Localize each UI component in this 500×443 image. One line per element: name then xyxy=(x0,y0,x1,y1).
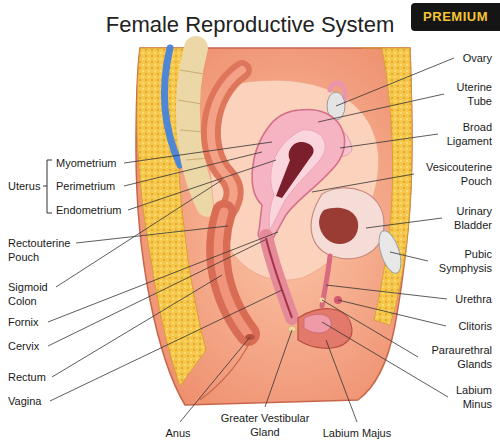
sigmoid-lumen xyxy=(211,70,242,215)
label-slot: Paraurethral Glands xyxy=(424,343,492,371)
leader-line xyxy=(326,340,357,422)
part-label: Urinary Bladder xyxy=(446,204,492,232)
part-label: Cervix xyxy=(8,339,39,353)
label-slot: Urethra xyxy=(455,292,492,306)
bracket xyxy=(43,160,52,213)
part-label: Urethra xyxy=(455,292,492,306)
label-slot: Urinary Bladder xyxy=(446,204,492,232)
label-slot: Broad Ligament xyxy=(440,120,492,148)
label-slot: Uterus xyxy=(8,179,40,193)
label-slot: Ovary xyxy=(463,51,492,65)
bladder-lumen xyxy=(319,208,358,244)
part-label: Vagina xyxy=(8,394,41,408)
label-slot: Endometrium xyxy=(56,203,121,217)
label-slot: Myometrium xyxy=(56,156,117,170)
part-label: Rectouterine Pouch xyxy=(8,236,78,264)
leader-line xyxy=(124,142,272,163)
vertebra-line xyxy=(180,130,204,132)
leader-line xyxy=(326,285,447,299)
leader-line xyxy=(265,330,292,407)
leader-line xyxy=(338,300,446,326)
uterus xyxy=(252,110,344,243)
label-slot: Uterine Tube xyxy=(446,80,492,108)
rectum xyxy=(218,212,248,334)
leader-line xyxy=(340,134,438,148)
group-label: Uterus xyxy=(8,179,40,193)
gluteal-fold xyxy=(200,342,250,400)
leader-line xyxy=(322,322,448,397)
endometrium xyxy=(269,130,325,230)
label-slot: Pubic Symphysis xyxy=(432,247,492,275)
uterine-cavity xyxy=(276,142,314,198)
labium-majus xyxy=(298,309,352,349)
label-slot: PREMIUM xyxy=(411,3,500,31)
leader-line xyxy=(180,337,250,422)
part-label: Anus xyxy=(165,426,190,440)
leader-line xyxy=(366,218,442,228)
urinary-bladder xyxy=(311,188,384,259)
vaginal-canal xyxy=(266,238,292,318)
part-label: Labium Minus xyxy=(448,383,492,411)
leader-line xyxy=(390,252,428,261)
leader-line xyxy=(76,226,228,243)
leader-line xyxy=(336,58,454,106)
label-slot: Labium Majus xyxy=(323,426,391,440)
part-label: Broad Ligament xyxy=(440,120,492,148)
vertebra-line xyxy=(180,70,204,74)
leader-line xyxy=(50,290,282,401)
leader-line xyxy=(128,160,276,210)
label-slot: Greater Vestibular Gland xyxy=(216,411,314,439)
label-slot: Perimetrium xyxy=(56,179,115,193)
part-label: Perimetrium xyxy=(56,179,115,193)
part-label: Vesicouterine Pouch xyxy=(420,160,492,188)
part-label: Myometrium xyxy=(56,156,117,170)
part-label: Greater Vestibular Gland xyxy=(216,411,314,439)
part-label: Ovary xyxy=(463,51,492,65)
part-label: Labium Majus xyxy=(323,426,391,440)
part-label: Clitoris xyxy=(458,319,492,333)
label-slot: Cervix xyxy=(8,339,39,353)
title-slot: Female Reproductive System xyxy=(106,12,395,38)
leader-line xyxy=(322,300,418,357)
labium-minus xyxy=(304,314,331,333)
leader-line xyxy=(318,94,444,122)
part-label: Pubic Symphysis xyxy=(432,247,492,275)
part-label: Rectum xyxy=(8,370,46,384)
leader-line xyxy=(312,174,414,192)
part-label: Paraurethral Glands xyxy=(424,343,492,371)
rectum-lumen xyxy=(218,212,248,334)
label-slot: Rectum xyxy=(8,370,46,384)
leader-line xyxy=(124,152,262,186)
part-label: Sigmoid Colon xyxy=(8,280,58,308)
part-label: Uterine Tube xyxy=(446,80,492,108)
label-slot: Sigmoid Colon xyxy=(8,280,58,308)
body-outline xyxy=(136,48,412,405)
label-slot: Vagina xyxy=(8,394,41,408)
leader-line xyxy=(48,240,265,346)
label-slot: Vesicouterine Pouch xyxy=(420,160,492,188)
part-label: Endometrium xyxy=(56,203,121,217)
sigmoid-colon xyxy=(211,70,242,215)
label-slot: Labium Minus xyxy=(448,383,492,411)
label-slot: Fornix xyxy=(8,315,39,329)
watermark-badge: PREMIUM xyxy=(411,3,500,31)
leader-line xyxy=(52,275,222,377)
part-label: Fornix xyxy=(8,315,39,329)
leader-line xyxy=(56,180,222,287)
vagina xyxy=(266,236,292,318)
label-slot: Anus xyxy=(165,426,190,440)
label-slot: Rectouterine Pouch xyxy=(8,236,78,264)
title: Female Reproductive System xyxy=(106,12,395,38)
label-slot: Clitoris xyxy=(458,319,492,333)
leader-lines xyxy=(48,58,454,422)
vertebra-line xyxy=(178,100,202,104)
